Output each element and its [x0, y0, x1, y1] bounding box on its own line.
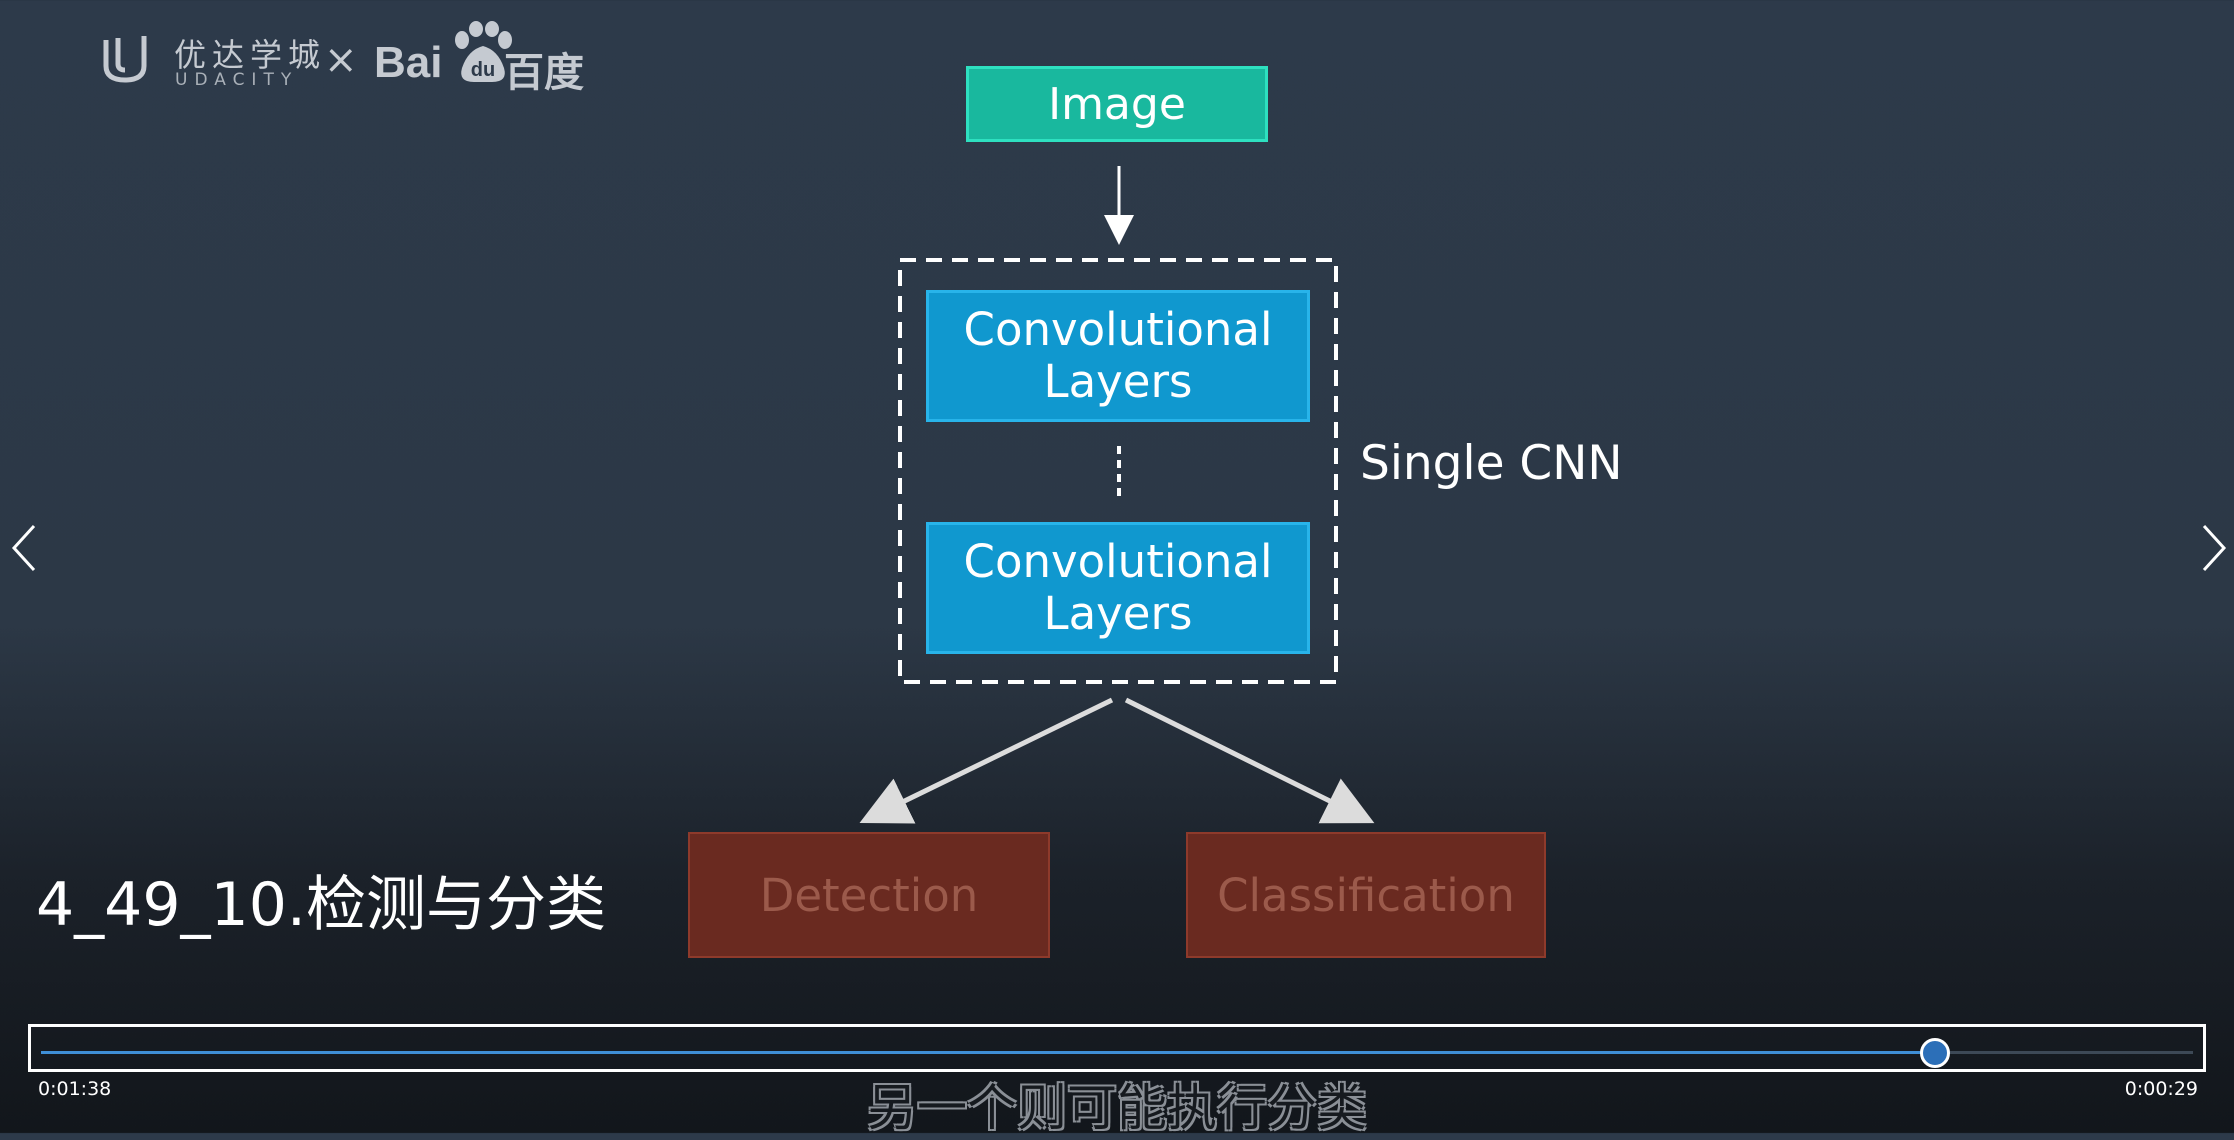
detection-box: Detection: [688, 832, 1050, 958]
brand-logo: 优达学城 UDACITY × Bai du 百度: [100, 16, 620, 96]
convolutional-layers-box: Convolutional Layers: [926, 290, 1310, 422]
brand-name-cn: 优达学城: [174, 36, 327, 74]
convolutional-layers-box: Convolutional Layers: [926, 522, 1310, 654]
chevron-left-icon[interactable]: [6, 518, 46, 578]
arrow-cnn-to-detection: [859, 697, 1114, 824]
progress-fill: [41, 1051, 1935, 1054]
brand-name-en: UDACITY: [175, 70, 299, 90]
single-cnn-label: Single CNN: [1360, 436, 1623, 491]
baidu-paw-text: du: [471, 59, 495, 81]
baidu-logo: Bai du 百度: [374, 16, 614, 96]
arrow-cnn-to-classification: [1124, 697, 1375, 824]
chevron-right-icon[interactable]: [2192, 518, 2232, 578]
video-progress-bar[interactable]: [28, 1024, 2206, 1072]
progress-scrubber-handle[interactable]: [1919, 1037, 1950, 1068]
video-subtitle: 另一个则可能执行分类: [867, 1079, 1367, 1137]
baidu-paw-icon: du: [455, 21, 512, 82]
progress-track[interactable]: [41, 1037, 2193, 1068]
video-title: 4_49_10.检测与分类: [36, 870, 606, 940]
elapsed-time: 0:01:38: [38, 1078, 112, 1100]
baidu-logo-text: Bai: [374, 38, 443, 87]
classification-box: Classification: [1186, 832, 1546, 958]
diagram-connectors: [859, 215, 1375, 824]
single-cnn-group-border: [898, 258, 1338, 684]
remaining-time: 0:00:29: [2124, 1078, 2198, 1100]
image-box: Image: [966, 66, 1268, 142]
logo-separator: ×: [324, 37, 358, 83]
udacity-logo-icon: [103, 36, 147, 83]
baidu-logo-cn: 百度: [504, 50, 584, 96]
